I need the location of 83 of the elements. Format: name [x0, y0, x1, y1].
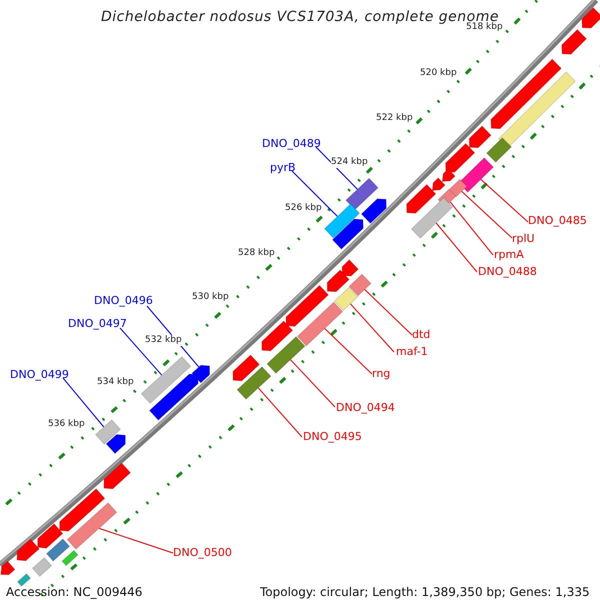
- gene-feature: [37, 523, 64, 549]
- leader-line: [461, 190, 512, 238]
- leader-line: [62, 378, 104, 428]
- leader-line: [324, 328, 372, 374]
- gene-feature: [326, 269, 350, 292]
- gene-label: DNO_0494: [336, 401, 395, 414]
- leader-line: [120, 328, 162, 376]
- gene-feature: [468, 125, 492, 148]
- title: Dichelobacter nodosus VCS1703A, complete genome: [101, 9, 499, 25]
- footer-text: Topology: circular; Length: 1,389,350 bp; Genes: 1,335: [260, 586, 590, 599]
- gene-feature: [46, 538, 70, 562]
- gene-feature: [59, 488, 106, 532]
- gene-label: DNO_0496: [94, 294, 153, 307]
- gene-feature: [94, 419, 122, 445]
- gene-feature: [266, 336, 306, 374]
- gene-feature: [486, 137, 512, 163]
- scale-label: 518 kbp: [466, 22, 503, 33]
- leader-line: [350, 303, 394, 352]
- gene-feature: [410, 197, 454, 239]
- gene-feature: [360, 198, 387, 224]
- scale-label: 524 kbp: [331, 157, 368, 168]
- leader-line: [290, 359, 336, 408]
- gene-feature: [61, 550, 79, 566]
- gene-label: pyrB: [270, 161, 296, 174]
- gene-label: rpmA: [494, 248, 524, 261]
- gene-feature: [66, 502, 118, 550]
- leader-line: [450, 201, 494, 256]
- gene-feature: [16, 538, 40, 562]
- scale-label: 536 kbp: [48, 419, 85, 430]
- gene-feature: [296, 302, 344, 346]
- gene-feature: [232, 354, 260, 382]
- gene-label: rng: [372, 367, 390, 380]
- gene-label: DNO_0489: [262, 137, 321, 150]
- gene-feature: [342, 259, 359, 277]
- gene-feature: [432, 177, 446, 191]
- scale-label: 532 kbp: [145, 335, 182, 346]
- gene-feature: [261, 320, 294, 352]
- gene-label: DNO_0499: [10, 368, 69, 381]
- gene-feature: [332, 218, 364, 250]
- gene-feature: [458, 157, 494, 193]
- gene-feature: [324, 203, 360, 239]
- gene-feature: [345, 178, 379, 210]
- gene-label: rplU: [512, 232, 535, 245]
- footer-text: Accession: NC_009446: [6, 586, 142, 599]
- gene-feature: [140, 356, 192, 404]
- gene-feature: [148, 374, 198, 421]
- leader-line: [292, 170, 338, 217]
- gene-feature: [0, 560, 16, 576]
- gene-feature: [406, 184, 436, 214]
- gene-label: DNO_0488: [478, 265, 537, 278]
- leader-line: [258, 387, 302, 438]
- gene-feature: [104, 462, 132, 490]
- leader-line: [316, 146, 358, 190]
- scale-label: 520 kbp: [420, 68, 457, 79]
- gene-label: DNO_0495: [303, 430, 362, 443]
- gene-feature: [348, 274, 372, 296]
- scale-label: 522 kbp: [376, 113, 413, 124]
- gene-feature: [445, 142, 476, 173]
- gene-feature: [16, 573, 32, 587]
- gene-feature: [448, 178, 468, 198]
- gene-feature: [334, 286, 358, 312]
- gene-feature: [286, 284, 329, 327]
- gene-feature: [442, 168, 456, 182]
- gene-label: DNO_0497: [68, 317, 127, 330]
- gene-feature: [561, 28, 588, 55]
- leader-line: [480, 178, 528, 222]
- gene-feature: [106, 434, 126, 454]
- gene-feature: [582, 7, 600, 28]
- gene-label: maf-1: [396, 345, 428, 358]
- leader-line: [98, 528, 174, 554]
- gene-feature: [490, 58, 562, 130]
- scale-label: 530 kbp: [192, 292, 229, 303]
- gene-label: DNO_0500: [173, 546, 232, 559]
- scale-label: 526 kbp: [285, 203, 322, 214]
- gene-feature: [32, 557, 52, 577]
- leader-line: [364, 289, 412, 336]
- scale-label: 528 kbp: [238, 248, 275, 259]
- leader-line: [436, 222, 478, 272]
- gene-label: dtd: [412, 328, 430, 341]
- gene-feature: [236, 366, 272, 400]
- scale-label: 534 kbp: [97, 377, 134, 388]
- gene-feature: [191, 364, 210, 384]
- gene-label: DNO_0485: [528, 214, 587, 227]
